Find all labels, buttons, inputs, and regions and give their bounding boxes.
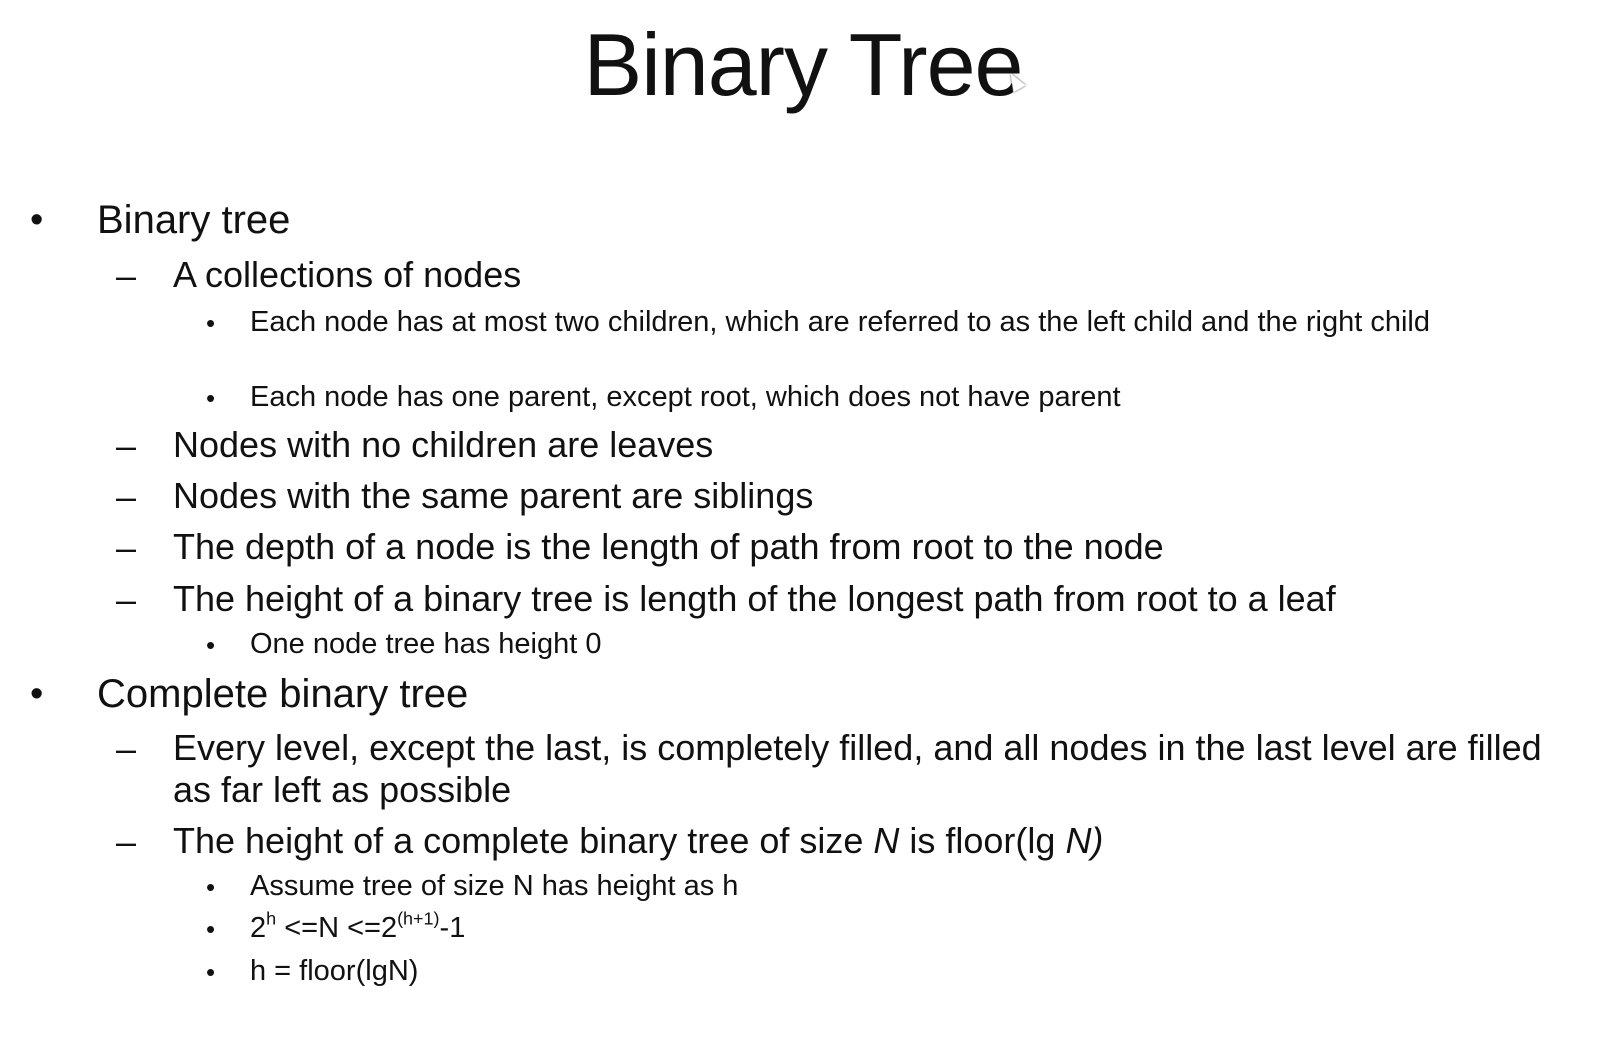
slide-title: Binary Tree [583,15,1024,114]
list-item-text: The height of a complete binary tree of … [173,820,1566,862]
dash-icon: – [116,821,137,862]
text-segment: 2 [250,912,267,944]
text-segment-italic: N [873,820,900,861]
text-segment-italic: N) [1065,820,1104,861]
dash-icon: – [116,728,137,769]
list-item-text: Every level, except the last, is complet… [173,727,1542,810]
bullet-icon: • [206,872,216,902]
bullet-icon: • [206,383,216,413]
bullet-icon: • [30,199,44,241]
bullet-icon: • [206,914,216,944]
dash-icon: – [116,476,137,517]
list-item-text: Each node has one parent, except root, w… [250,381,1121,413]
text-segment: <=N <=2 [276,912,398,944]
text-segment: -1 [439,912,466,944]
bullet-icon: • [206,630,216,660]
dash-icon: – [116,255,137,296]
bullet-icon: • [206,308,216,338]
list-item-text: Each node has at most two children, whic… [250,306,1430,338]
list-item-text: Nodes with no children are leaves [173,424,714,465]
list-item-text: One node tree has height 0 [250,628,602,660]
list-item-text: Assume tree of size N has height as h [250,870,739,902]
bullet-icon: • [30,673,44,715]
list-item-text: Binary tree [97,198,291,242]
dash-icon: – [116,425,137,466]
list-item-text: The depth of a node is the length of pat… [173,526,1164,567]
list-item-text: h = floor(lgN) [250,955,419,987]
list-item-text: The height of a binary tree is length of… [173,578,1336,619]
list-item-text: Complete binary tree [97,672,469,716]
text-segment: The height of a complete binary tree of … [173,820,874,861]
bullet-icon: • [206,957,216,987]
text-segment: is floor(lg [899,820,1066,861]
superscript: h [266,908,277,929]
list-item-text: Nodes with the same parent are siblings [173,475,814,516]
list-item-text: 2h <=N <=2(h+1)-1 [250,908,1556,946]
superscript: (h+1) [397,908,440,929]
dash-icon: – [116,579,137,620]
list-item-text: A collections of nodes [173,254,522,295]
dash-icon: – [116,527,137,568]
